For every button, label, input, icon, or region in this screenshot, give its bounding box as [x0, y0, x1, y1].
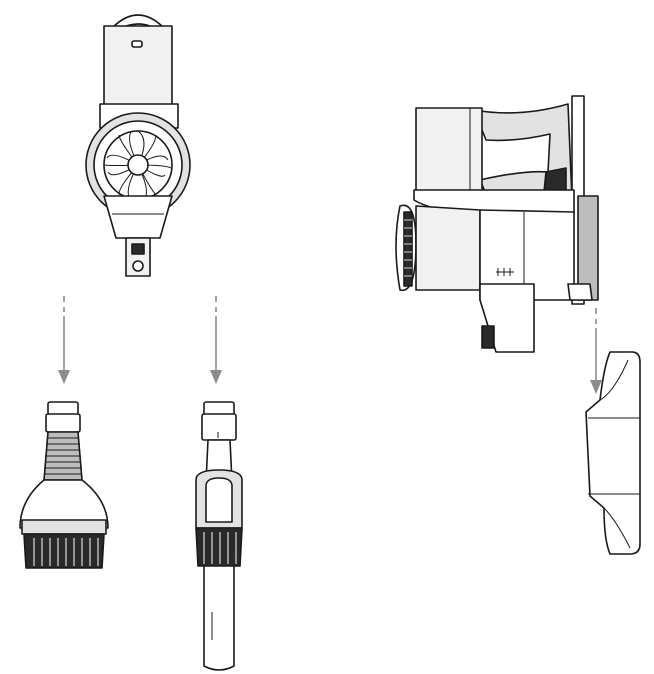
wall-mount-bracket [585, 351, 641, 555]
dusting-brush-attachment [19, 401, 109, 569]
arrow-to-crevice-tool [210, 296, 222, 384]
vacuum-main-unit-front [85, 14, 191, 277]
arrow-to-dusting-brush [58, 296, 70, 384]
vacuum-main-unit-side [395, 95, 599, 353]
arrow-to-wall-mount [590, 308, 602, 394]
crevice-combination-tool [195, 401, 243, 671]
